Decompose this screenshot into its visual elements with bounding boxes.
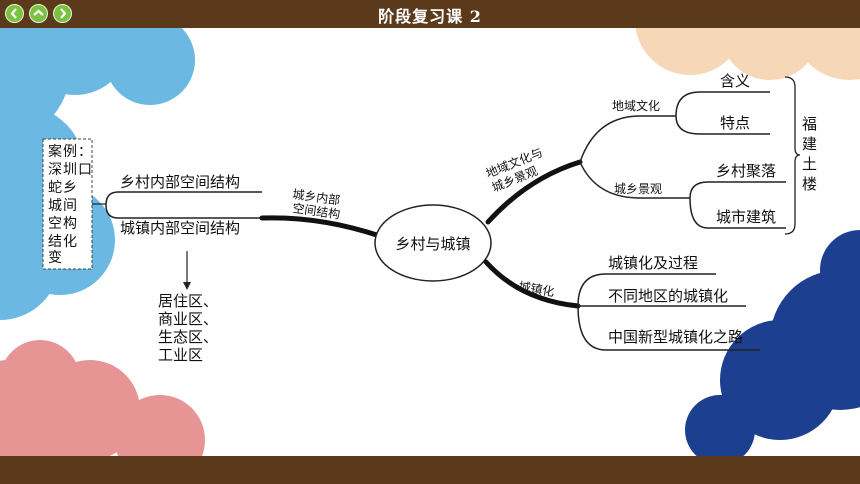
right-brace — [784, 76, 801, 235]
prev-button[interactable] — [5, 4, 24, 23]
culture-item-feature: 特点 — [720, 114, 750, 132]
left-item-rural: 乡村内部空间结构 — [120, 173, 240, 191]
landscape-item-village: 乡村聚落 — [716, 162, 776, 180]
landscape-item-curve — [689, 181, 786, 199]
case-char: 案 — [48, 143, 62, 160]
urban-item-china: 中国新型城镇化之路 — [608, 328, 743, 346]
urban-item-curve — [577, 305, 760, 351]
group-landscape-curve — [579, 161, 690, 199]
group-label-landscape: 城乡景观 — [614, 182, 662, 196]
chevron-right-icon — [60, 8, 67, 19]
top-bar — [0, 0, 860, 28]
mind-map-canvas: 案 例 ： 深 圳 口 蛇 乡 城 间 空 构 结 化 变 乡村内部空间结构 城… — [0, 28, 860, 456]
zone-item: 生态区、 — [158, 328, 218, 346]
case-char: 化 — [63, 234, 77, 250]
case-char: 乡 — [63, 180, 77, 196]
lower-main-branch — [483, 259, 581, 309]
page-title: 阶段复习课 2 — [378, 7, 482, 26]
chevron-up-icon — [33, 9, 44, 16]
zone-item: 商业区、 — [158, 310, 218, 328]
cloud-pink — [0, 340, 205, 456]
bottom-bar — [0, 456, 860, 484]
left-main-branch — [259, 215, 383, 239]
upper-main-branch — [485, 159, 583, 225]
case-char: 间 — [63, 198, 77, 214]
case-char: 例 — [63, 144, 77, 160]
left-branch-label: 城乡内部 — [292, 186, 342, 208]
case-char: ： — [78, 144, 92, 160]
bracket-char: 建 — [802, 135, 817, 153]
case-char: 构 — [63, 216, 77, 232]
chevron-left-icon — [10, 8, 17, 19]
left-branch-label: 空间结构 — [292, 200, 342, 222]
zone-item: 居住区、 — [158, 292, 218, 310]
case-box-text: 案 例 ： 深 圳 口 蛇 乡 城 间 空 构 结 化 变 — [48, 143, 92, 266]
case-char: 圳 — [63, 162, 77, 178]
fujian-tulou-text: 福 建 土 楼 — [802, 115, 817, 193]
culture-item-curve — [675, 115, 770, 135]
up-button[interactable] — [29, 4, 48, 23]
case-char: 城 — [48, 198, 62, 214]
urban-item-process: 城镇化及过程 — [608, 254, 698, 272]
down-arrow-icon — [183, 282, 191, 290]
bracket-char: 楼 — [802, 175, 817, 193]
urban-item-curve — [577, 273, 716, 307]
left-item-urban: 城镇内部空间结构 — [120, 219, 240, 237]
left-top-curve — [105, 191, 262, 206]
cloud-navy — [685, 230, 860, 456]
zones-list: 居住区、 商业区、 生态区、 工业区 — [158, 292, 218, 364]
center-node — [374, 204, 492, 282]
group-label-culture: 地域文化 — [612, 98, 660, 113]
case-char: 蛇 — [48, 180, 62, 196]
landscape-item-curve — [689, 197, 786, 229]
center-label: 乡村与城镇 — [395, 235, 470, 253]
case-char: 深 — [48, 162, 62, 178]
landscape-item-city: 城市建筑 — [716, 208, 776, 226]
case-char: 变 — [48, 250, 62, 266]
next-button[interactable] — [53, 4, 72, 23]
left-bottom-curve — [105, 204, 262, 219]
case-char: 口 — [78, 162, 92, 178]
cloud-peach — [635, 28, 860, 80]
bracket-char: 土 — [802, 155, 817, 173]
case-char: 空 — [48, 216, 62, 232]
case-char: 结 — [48, 234, 62, 250]
culture-item-meaning: 含义 — [720, 72, 750, 90]
zone-item: 工业区 — [158, 346, 203, 364]
case-box — [42, 138, 93, 270]
urban-item-regions: 不同地区的城镇化 — [608, 287, 728, 305]
culture-item-curve — [675, 91, 770, 117]
bracket-char: 福 — [802, 115, 817, 133]
group-culture-curve — [579, 115, 676, 163]
lower-branch-label: 城镇化 — [517, 279, 555, 299]
